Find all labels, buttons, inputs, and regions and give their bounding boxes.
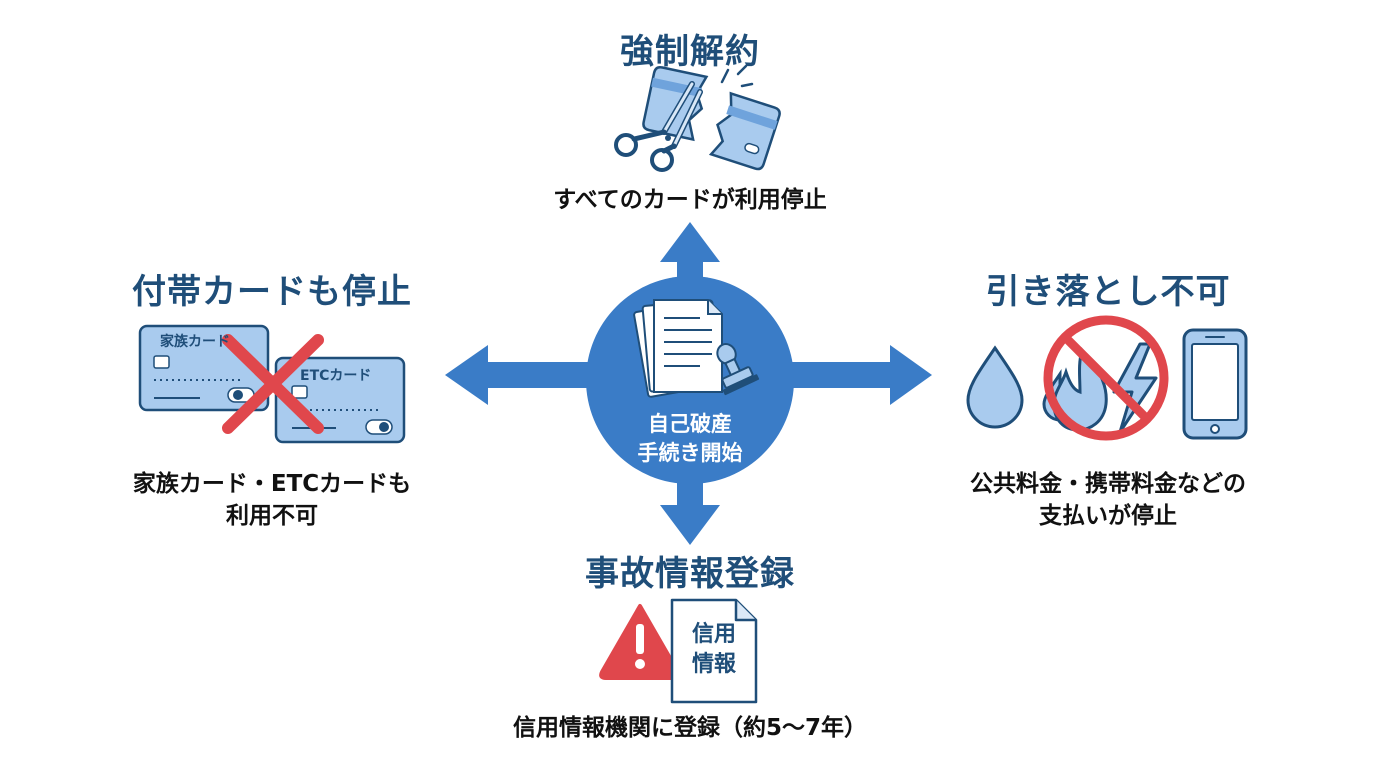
etc-card-label: ETCカード bbox=[300, 368, 372, 384]
caption-credit-registration: 信用情報機関に登録（約5〜7年） bbox=[512, 715, 868, 741]
caption-supplementary-cards: 家族カード・ETCカードも 利用不可 bbox=[133, 468, 411, 532]
prohibited-icon bbox=[1043, 315, 1169, 441]
family-card-label: 家族カード bbox=[160, 334, 230, 350]
center-label-line1: 自己破産 bbox=[648, 412, 732, 436]
credit-info-doc-line2: 情報 bbox=[691, 652, 737, 677]
credit-info-doc-label: 信用 情報 bbox=[692, 620, 736, 680]
heading-supplementary-cards: 付帯カードも停止 bbox=[132, 272, 412, 312]
heading-accident-info-registration: 事故情報登録 bbox=[585, 554, 795, 594]
heading-forced-cancellation: 強制解約 bbox=[620, 32, 760, 72]
credit-info-document-icon bbox=[670, 598, 758, 704]
heading-auto-debit-unavailable: 引き落とし不可 bbox=[985, 272, 1231, 312]
document-stamp-icon bbox=[633, 299, 760, 398]
caption-auto-debit-line2: 支払いが停止 bbox=[1039, 503, 1177, 529]
caption-supplementary-line2: 利用不可 bbox=[226, 503, 318, 529]
red-x-icon bbox=[222, 334, 324, 434]
caption-auto-debit-line1: 公共料金・携帯料金などの bbox=[970, 471, 1246, 497]
water-drop-icon bbox=[966, 345, 1024, 429]
center-label-line2: 手続き開始 bbox=[637, 441, 743, 465]
credit-info-doc-line1: 信用 bbox=[691, 622, 737, 647]
caption-supplementary-line1: 家族カード・ETCカードも bbox=[132, 471, 412, 497]
caption-all-cards-stopped: すべてのカードが利用停止 bbox=[553, 187, 827, 213]
caption-auto-debit: 公共料金・携帯料金などの 支払いが停止 bbox=[970, 468, 1246, 532]
center-label: 自己破産 手続き開始 bbox=[638, 410, 743, 468]
smartphone-icon bbox=[1182, 328, 1248, 440]
warning-icon bbox=[599, 604, 681, 680]
